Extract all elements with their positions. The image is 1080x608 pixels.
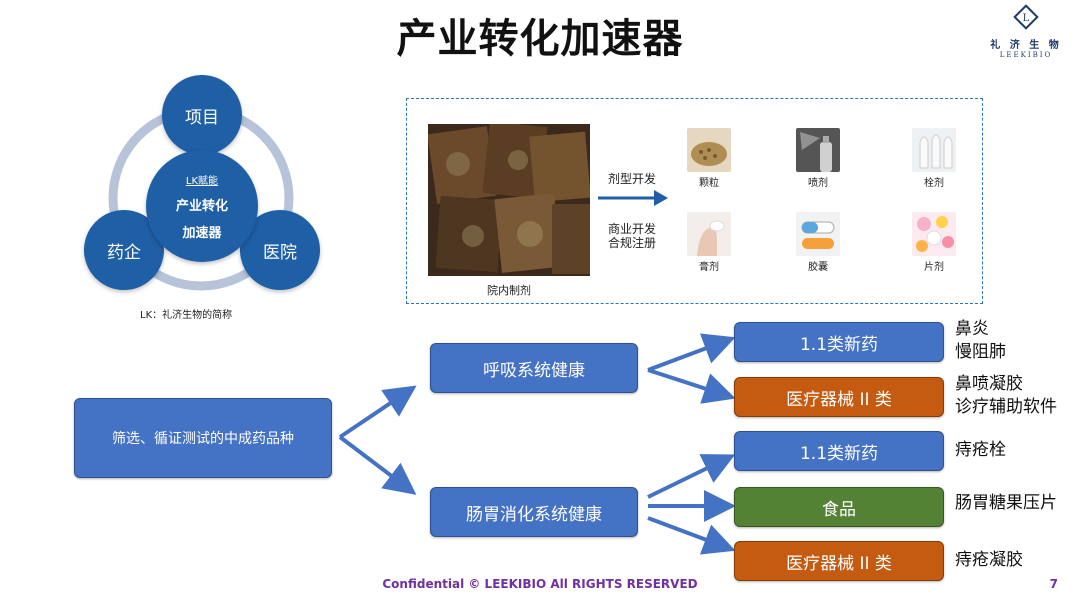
herb-photo (428, 124, 590, 276)
company-logo: L 礼 济 生 物 LEEKIBIO (986, 4, 1066, 59)
capsule-icon (796, 212, 840, 256)
note-dig-food: 肠胃糖果压片 (955, 492, 1057, 515)
granule-icon (687, 128, 731, 172)
note-copd: 慢阻肺 (955, 342, 1006, 362)
form-granule: 颗粒 (681, 128, 737, 189)
outcome-dig-food: 食品 (734, 487, 944, 527)
bubble-project-label: 项目 (185, 107, 219, 128)
arrow-right-icon (598, 190, 668, 206)
form-suppository: 栓剂 (906, 128, 962, 189)
form-spray: 喷剂 (790, 128, 846, 189)
form-spray-label: 喷剂 (808, 178, 828, 189)
outcome-dig-new-drug: 1.1类新药 (734, 431, 944, 471)
source-box-label: 筛选、循证测试的中成药品种 (112, 431, 294, 447)
outcome-dig-device: 医疗器械 II 类 (734, 541, 944, 581)
outcome-resp-device: 医疗器械 II 类 (734, 377, 944, 417)
center-sub-label: LK赋能 (185, 175, 219, 187)
lk-note: LK：礼济生物的简称 (140, 310, 233, 321)
note-resp-device: 鼻喷凝胶 诊疗辅助软件 (955, 373, 1057, 419)
form-granule-label: 颗粒 (699, 178, 719, 189)
form-ointment-label: 膏剂 (699, 262, 719, 273)
diamond-logo-icon: L (1013, 4, 1039, 30)
center-line1: 产业转化 (175, 198, 228, 214)
branch-respiratory-label: 呼吸系统健康 (483, 360, 585, 381)
form-capsule-label: 胶囊 (808, 262, 828, 273)
outcome-dig-device-label: 医疗器械 II 类 (786, 553, 892, 574)
logo-en-text: LEEKIBIO (999, 51, 1053, 59)
outcome-dig-food-label: 食品 (822, 499, 856, 520)
note-hemorrhoid-suppository: 痔疮栓 (955, 440, 1006, 460)
arrow-label-commercial-line2: 合规注册 (607, 236, 656, 250)
footer-confidential: Confidential © LEEKIBIO All RIGHTS RESER… (382, 577, 698, 591)
note-gastro-candy: 肠胃糖果压片 (955, 493, 1057, 513)
bubble-center: LK赋能 产业转化 加速器 (146, 150, 258, 262)
branch-digestive: 肠胃消化系统健康 (430, 487, 638, 537)
herb-photo-caption: 院内制剂 (487, 284, 531, 297)
source-box: 筛选、循证测试的中成药品种 (74, 398, 332, 478)
branch-digestive-label: 肠胃消化系统健康 (466, 504, 602, 525)
form-capsule: 胶囊 (790, 212, 846, 273)
note-dig-new-drug: 痔疮栓 (955, 439, 1006, 462)
bubble-hospital-label: 医院 (263, 242, 297, 263)
arrow-label-commercial-line1: 商业开发 (607, 222, 656, 236)
form-tablet: 片剂 (906, 212, 962, 273)
arrow-label-formulation: 剂型开发 (607, 172, 656, 186)
bubble-project: 项目 (162, 75, 242, 155)
spray-icon (796, 128, 840, 172)
note-nasal-gel: 鼻喷凝胶 (955, 374, 1023, 394)
page-number: 7 (1049, 577, 1058, 591)
bubble-pharma-label: 药企 (107, 242, 141, 263)
ointment-icon (687, 212, 731, 256)
outcome-resp-new-drug: 1.1类新药 (734, 322, 944, 362)
outcome-resp-device-label: 医疗器械 II 类 (786, 389, 892, 410)
logo-cn-text: 礼 济 生 物 (990, 40, 1062, 51)
note-diagnostic-software: 诊疗辅助软件 (955, 397, 1057, 417)
suppository-icon (912, 128, 956, 172)
note-rhinitis: 鼻炎 (955, 319, 989, 339)
branch-respiratory: 呼吸系统健康 (430, 343, 638, 393)
note-dig-device: 痔疮凝胶 (955, 549, 1023, 572)
center-line2: 加速器 (182, 225, 222, 241)
dosage-panel (406, 98, 983, 304)
note-resp-new-drug: 鼻炎 慢阻肺 (955, 318, 1006, 364)
form-ointment: 膏剂 (681, 212, 737, 273)
arrow-label-commercial: 商业开发 合规注册 (600, 222, 664, 250)
outcome-dig-new-drug-label: 1.1类新药 (799, 443, 879, 464)
form-suppository-label: 栓剂 (924, 178, 944, 189)
svg-text:L: L (1023, 13, 1030, 24)
tablet-icon (912, 212, 956, 256)
page-title: 产业转化加速器 (396, 16, 684, 62)
outcome-resp-new-drug-label: 1.1类新药 (799, 334, 879, 355)
note-hemorrhoid-gel: 痔疮凝胶 (955, 550, 1023, 570)
form-tablet-label: 片剂 (924, 262, 944, 273)
